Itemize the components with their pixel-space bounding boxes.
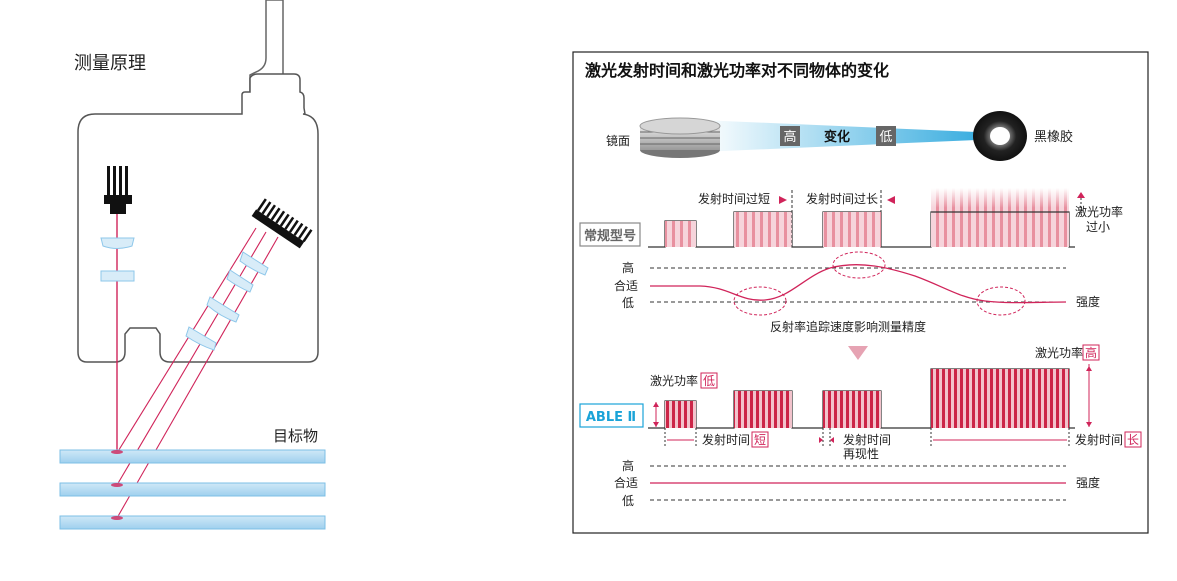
level-high-1: 高 bbox=[622, 260, 634, 275]
able-pulse-2 bbox=[734, 391, 792, 428]
laser-emitter-icon bbox=[104, 166, 132, 214]
level-low-2: 低 bbox=[622, 494, 634, 508]
target-label: 目标物 bbox=[273, 427, 318, 445]
too-short-arrow-icon bbox=[779, 196, 787, 204]
too-long-arrow-icon bbox=[887, 196, 895, 204]
power-too-low-arrow-icon bbox=[1077, 192, 1085, 198]
gradient-change-text: 变化 bbox=[824, 129, 850, 145]
power-high-prefix: 激光功率 bbox=[1035, 345, 1083, 360]
emit-too-short-label: 发射时间过短 bbox=[698, 191, 770, 206]
standard-model-badge bbox=[579, 222, 641, 247]
caption-text: 反射率追踪速度影响测量精度 bbox=[770, 319, 926, 334]
power-too-low-label-1: 激光功率 bbox=[1075, 204, 1123, 219]
power-low-box-text: 低 bbox=[703, 374, 715, 388]
receiver-lens-icon bbox=[185, 251, 269, 351]
able-badge-text: ABLE Ⅱ bbox=[586, 410, 636, 425]
sensor-housing bbox=[77, 73, 319, 363]
laser-spot-icon bbox=[111, 450, 123, 520]
standard-pulse-2 bbox=[734, 212, 792, 247]
emit-repeat-1: 发射时间 bbox=[843, 432, 891, 447]
principle-title: 测量原理 bbox=[74, 53, 146, 74]
power-low-box bbox=[700, 372, 718, 389]
able-badge bbox=[579, 403, 644, 428]
emit-repeat-arrow-left-icon bbox=[819, 437, 823, 443]
receiver-sensor-icon bbox=[251, 198, 313, 249]
gradient-low-text: 低 bbox=[879, 130, 892, 145]
rubber-label: 黑橡胶 bbox=[1034, 129, 1073, 145]
emitter-window-icon bbox=[100, 270, 135, 282]
down-arrow-icon bbox=[848, 346, 868, 360]
power-low-arrow-up-icon bbox=[653, 402, 659, 407]
able-pulse-1 bbox=[665, 401, 696, 428]
power-too-low-label-2: 过小 bbox=[1086, 220, 1110, 234]
level-low-1: 低 bbox=[622, 296, 634, 310]
mirror-surface-icon bbox=[639, 117, 721, 158]
gradient-high-box bbox=[780, 126, 800, 146]
emit-short-box bbox=[751, 431, 769, 448]
reflectance-gradient bbox=[700, 120, 1000, 152]
standard-pulse-1 bbox=[665, 221, 696, 247]
target-plate-3 bbox=[59, 515, 326, 530]
standard-model-text: 常规型号 bbox=[584, 228, 636, 244]
power-high-box-text: 高 bbox=[1085, 345, 1097, 360]
able-pulse-3 bbox=[823, 391, 881, 428]
able-pulse-4 bbox=[931, 369, 1069, 428]
power-low-prefix: 激光功率 bbox=[650, 373, 698, 388]
gradient-high-text: 高 bbox=[783, 129, 796, 145]
level-ok-2: 合适 bbox=[614, 475, 638, 490]
intensity-label-2: 强度 bbox=[1076, 475, 1100, 490]
emit-repeat-2: 再现性 bbox=[843, 447, 879, 461]
power-low-arrow-down-icon bbox=[653, 422, 659, 427]
power-high-arrow-down-icon bbox=[1086, 422, 1092, 427]
standard-pulse-3 bbox=[823, 212, 881, 247]
intensity-curve-standard bbox=[650, 264, 1067, 304]
power-high-arrow-up-icon bbox=[1086, 366, 1092, 371]
emit-long-box-text: 长 bbox=[1127, 433, 1139, 447]
deviation-highlight bbox=[733, 251, 1026, 316]
intensity-label-1: 强度 bbox=[1076, 294, 1100, 309]
emit-long-prefix: 发射时间 bbox=[1075, 432, 1123, 447]
gradient-low-box bbox=[876, 126, 896, 146]
emit-long-box bbox=[1124, 431, 1142, 448]
target-plate-1 bbox=[59, 449, 326, 464]
emitter-lens-icon bbox=[100, 237, 135, 249]
emit-dimension-guides bbox=[664, 428, 1070, 446]
emit-too-long-label: 发射时间过长 bbox=[806, 191, 878, 206]
level-high-2: 高 bbox=[622, 458, 634, 473]
mirror-label: 镜面 bbox=[606, 133, 630, 148]
power-high-box bbox=[1082, 344, 1100, 361]
black-rubber-icon bbox=[973, 111, 1027, 161]
level-ok-1: 合适 bbox=[614, 278, 638, 293]
emit-short-box-text: 短 bbox=[754, 433, 766, 447]
emit-repeat-arrow-right-icon bbox=[830, 437, 834, 443]
standard-pulse-4-fade bbox=[931, 188, 1069, 208]
target-plate-2 bbox=[59, 482, 326, 497]
emit-short-prefix: 发射时间 bbox=[702, 432, 750, 447]
panel-title: 激光发射时间和激光功率对不同物体的变化 bbox=[585, 61, 889, 80]
